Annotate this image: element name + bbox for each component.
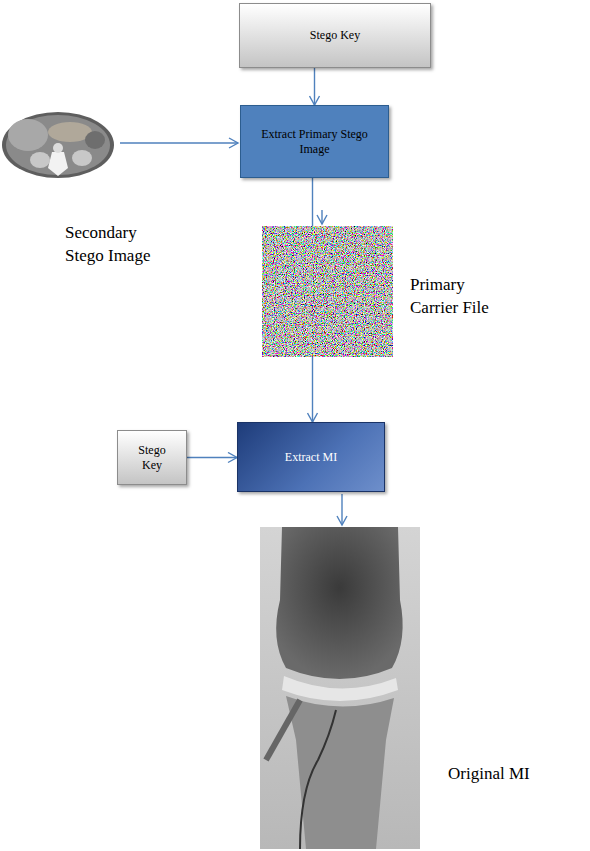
flow-arrow bbox=[314, 68, 315, 105]
caption-label: Original MI bbox=[448, 763, 568, 786]
key-box: Stego Key bbox=[239, 3, 431, 68]
noise-image bbox=[262, 226, 393, 357]
node-text: Extract Primary Stego Image bbox=[255, 127, 374, 156]
ct-scan-image bbox=[2, 112, 114, 178]
caption-label: Secondary Stego Image bbox=[65, 222, 165, 268]
flow-arrow bbox=[321, 210, 322, 224]
node-text: Extract MI bbox=[285, 450, 337, 464]
key-box: Stego Key bbox=[117, 430, 187, 485]
node-text: Stego Key bbox=[132, 443, 172, 472]
flow-arrow bbox=[120, 142, 238, 143]
node-text: Stego Key bbox=[310, 28, 360, 42]
process-box: Extract Primary Stego Image bbox=[240, 105, 389, 178]
caption-label: Primary Carrier File bbox=[410, 274, 502, 320]
flow-arrow bbox=[187, 457, 237, 458]
flow-arrow bbox=[341, 494, 342, 525]
process-box: Extract MI bbox=[237, 422, 385, 492]
xray-image bbox=[260, 527, 420, 849]
